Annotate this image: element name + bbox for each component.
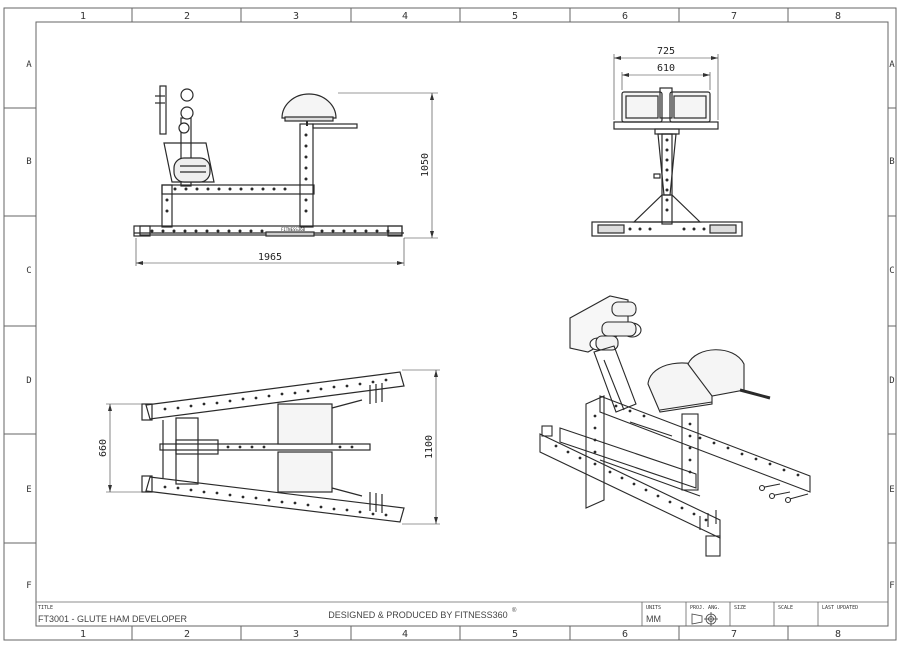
column-label: 8 bbox=[835, 629, 841, 640]
dim-top-width: 660 bbox=[98, 439, 109, 457]
isometric-view bbox=[539, 295, 811, 557]
pad-top-upper bbox=[277, 403, 333, 445]
column-label: 6 bbox=[622, 629, 628, 640]
top-rail-lower bbox=[145, 476, 405, 523]
row-label: A bbox=[26, 60, 32, 70]
ankle-roller bbox=[178, 122, 190, 134]
column-label: 4 bbox=[402, 11, 408, 22]
column-label: 1 bbox=[80, 11, 86, 22]
front-base bbox=[591, 221, 743, 237]
iso-rail-left bbox=[539, 433, 721, 539]
side-view-holes bbox=[150, 133, 390, 233]
top-view-holes bbox=[163, 378, 388, 517]
row-label: D bbox=[889, 376, 894, 386]
column-label: 5 bbox=[512, 11, 518, 22]
top-dimensions bbox=[106, 369, 440, 525]
iso-column bbox=[593, 345, 637, 413]
side-dimensions bbox=[135, 92, 438, 266]
units-value: MM bbox=[646, 614, 661, 624]
pad-top-lower bbox=[277, 451, 333, 493]
foot-hold bbox=[175, 417, 199, 485]
projection-label: PROJ. ANG. bbox=[690, 605, 720, 611]
dim-side-height: 1050 bbox=[420, 153, 431, 177]
column-labels-bottom: 1 2 3 4 5 6 7 8 bbox=[80, 629, 841, 640]
dim-side-length: 1965 bbox=[258, 252, 282, 263]
top-view bbox=[141, 371, 405, 523]
iso-pad-post bbox=[681, 413, 699, 491]
row-label: F bbox=[889, 581, 894, 591]
projection-symbol-icon bbox=[691, 612, 718, 626]
column-label: 4 bbox=[402, 629, 408, 640]
column-label: 7 bbox=[731, 11, 737, 22]
ankle-roller bbox=[180, 106, 194, 120]
column-label: 3 bbox=[293, 629, 299, 640]
iso-rail-right bbox=[599, 395, 811, 493]
row-label: C bbox=[26, 266, 31, 276]
top-dimension-arrows bbox=[108, 370, 438, 524]
ankle-spring bbox=[173, 157, 211, 183]
top-spine bbox=[159, 443, 371, 451]
title-label: TITLE bbox=[38, 605, 53, 611]
column-label: 7 bbox=[731, 629, 737, 640]
sheet-border bbox=[3, 7, 897, 641]
row-label: B bbox=[889, 157, 894, 167]
row-label: E bbox=[889, 485, 894, 495]
column-label: 1 bbox=[80, 629, 86, 640]
front-dimensions bbox=[613, 54, 719, 120]
iso-rear-foot bbox=[705, 535, 721, 557]
front-view bbox=[591, 87, 743, 237]
dim-front-inner: 610 bbox=[657, 63, 675, 74]
front-foot bbox=[133, 225, 151, 237]
row-labels-left: A B C D E F bbox=[26, 60, 32, 591]
column-label: 5 bbox=[512, 629, 518, 640]
scale-label: SCALE bbox=[778, 605, 793, 611]
column-label: 3 bbox=[293, 11, 299, 22]
seat-pad bbox=[281, 93, 337, 119]
side-view bbox=[133, 85, 404, 237]
column-labels-top: 1 2 3 4 5 6 7 8 bbox=[80, 11, 841, 22]
iso-pad-right bbox=[687, 349, 745, 397]
column-label: 6 bbox=[622, 11, 628, 22]
iso-holes bbox=[554, 404, 800, 522]
row-label: F bbox=[26, 581, 31, 591]
rear-handle bbox=[312, 123, 358, 129]
front-view-holes bbox=[628, 138, 706, 231]
row-label: B bbox=[26, 157, 31, 167]
size-label: SIZE bbox=[734, 605, 746, 611]
registered-mark: ® bbox=[512, 607, 517, 614]
dim-front-outer: 725 bbox=[657, 46, 675, 57]
front-dimension-arrows bbox=[614, 56, 718, 77]
row-labels-right: A B C D E F bbox=[889, 60, 895, 591]
row-label: A bbox=[889, 60, 895, 70]
row-label: D bbox=[26, 376, 31, 386]
ankle-bracket bbox=[163, 142, 215, 183]
front-upright bbox=[161, 184, 173, 228]
units-label: UNITS bbox=[646, 605, 661, 611]
side-dimension-arrows bbox=[136, 93, 434, 265]
front-column bbox=[657, 133, 677, 196]
iso-front-upright bbox=[585, 395, 605, 509]
top-rail-upper bbox=[145, 371, 405, 420]
dim-top-length: 1100 bbox=[424, 435, 435, 459]
drawing-title: FT3001 - GLUTE HAM DEVELOPER bbox=[38, 614, 188, 624]
zone-ticks bbox=[4, 8, 896, 640]
title-block bbox=[36, 601, 888, 626]
pad-base bbox=[613, 121, 719, 130]
emblem-side: FITNESS360 bbox=[281, 227, 306, 232]
designed-by: DESIGNED & PRODUCED BY FITNESS360 bbox=[328, 610, 507, 620]
row-label: C bbox=[889, 266, 894, 276]
column-label: 2 bbox=[184, 629, 190, 640]
row-label: E bbox=[26, 485, 31, 495]
column-label: 8 bbox=[835, 11, 841, 22]
column-label: 2 bbox=[184, 11, 190, 22]
foot-plate bbox=[159, 85, 167, 135]
ankle-roller bbox=[180, 88, 194, 102]
last-updated-label: LAST UPDATED bbox=[822, 605, 858, 611]
